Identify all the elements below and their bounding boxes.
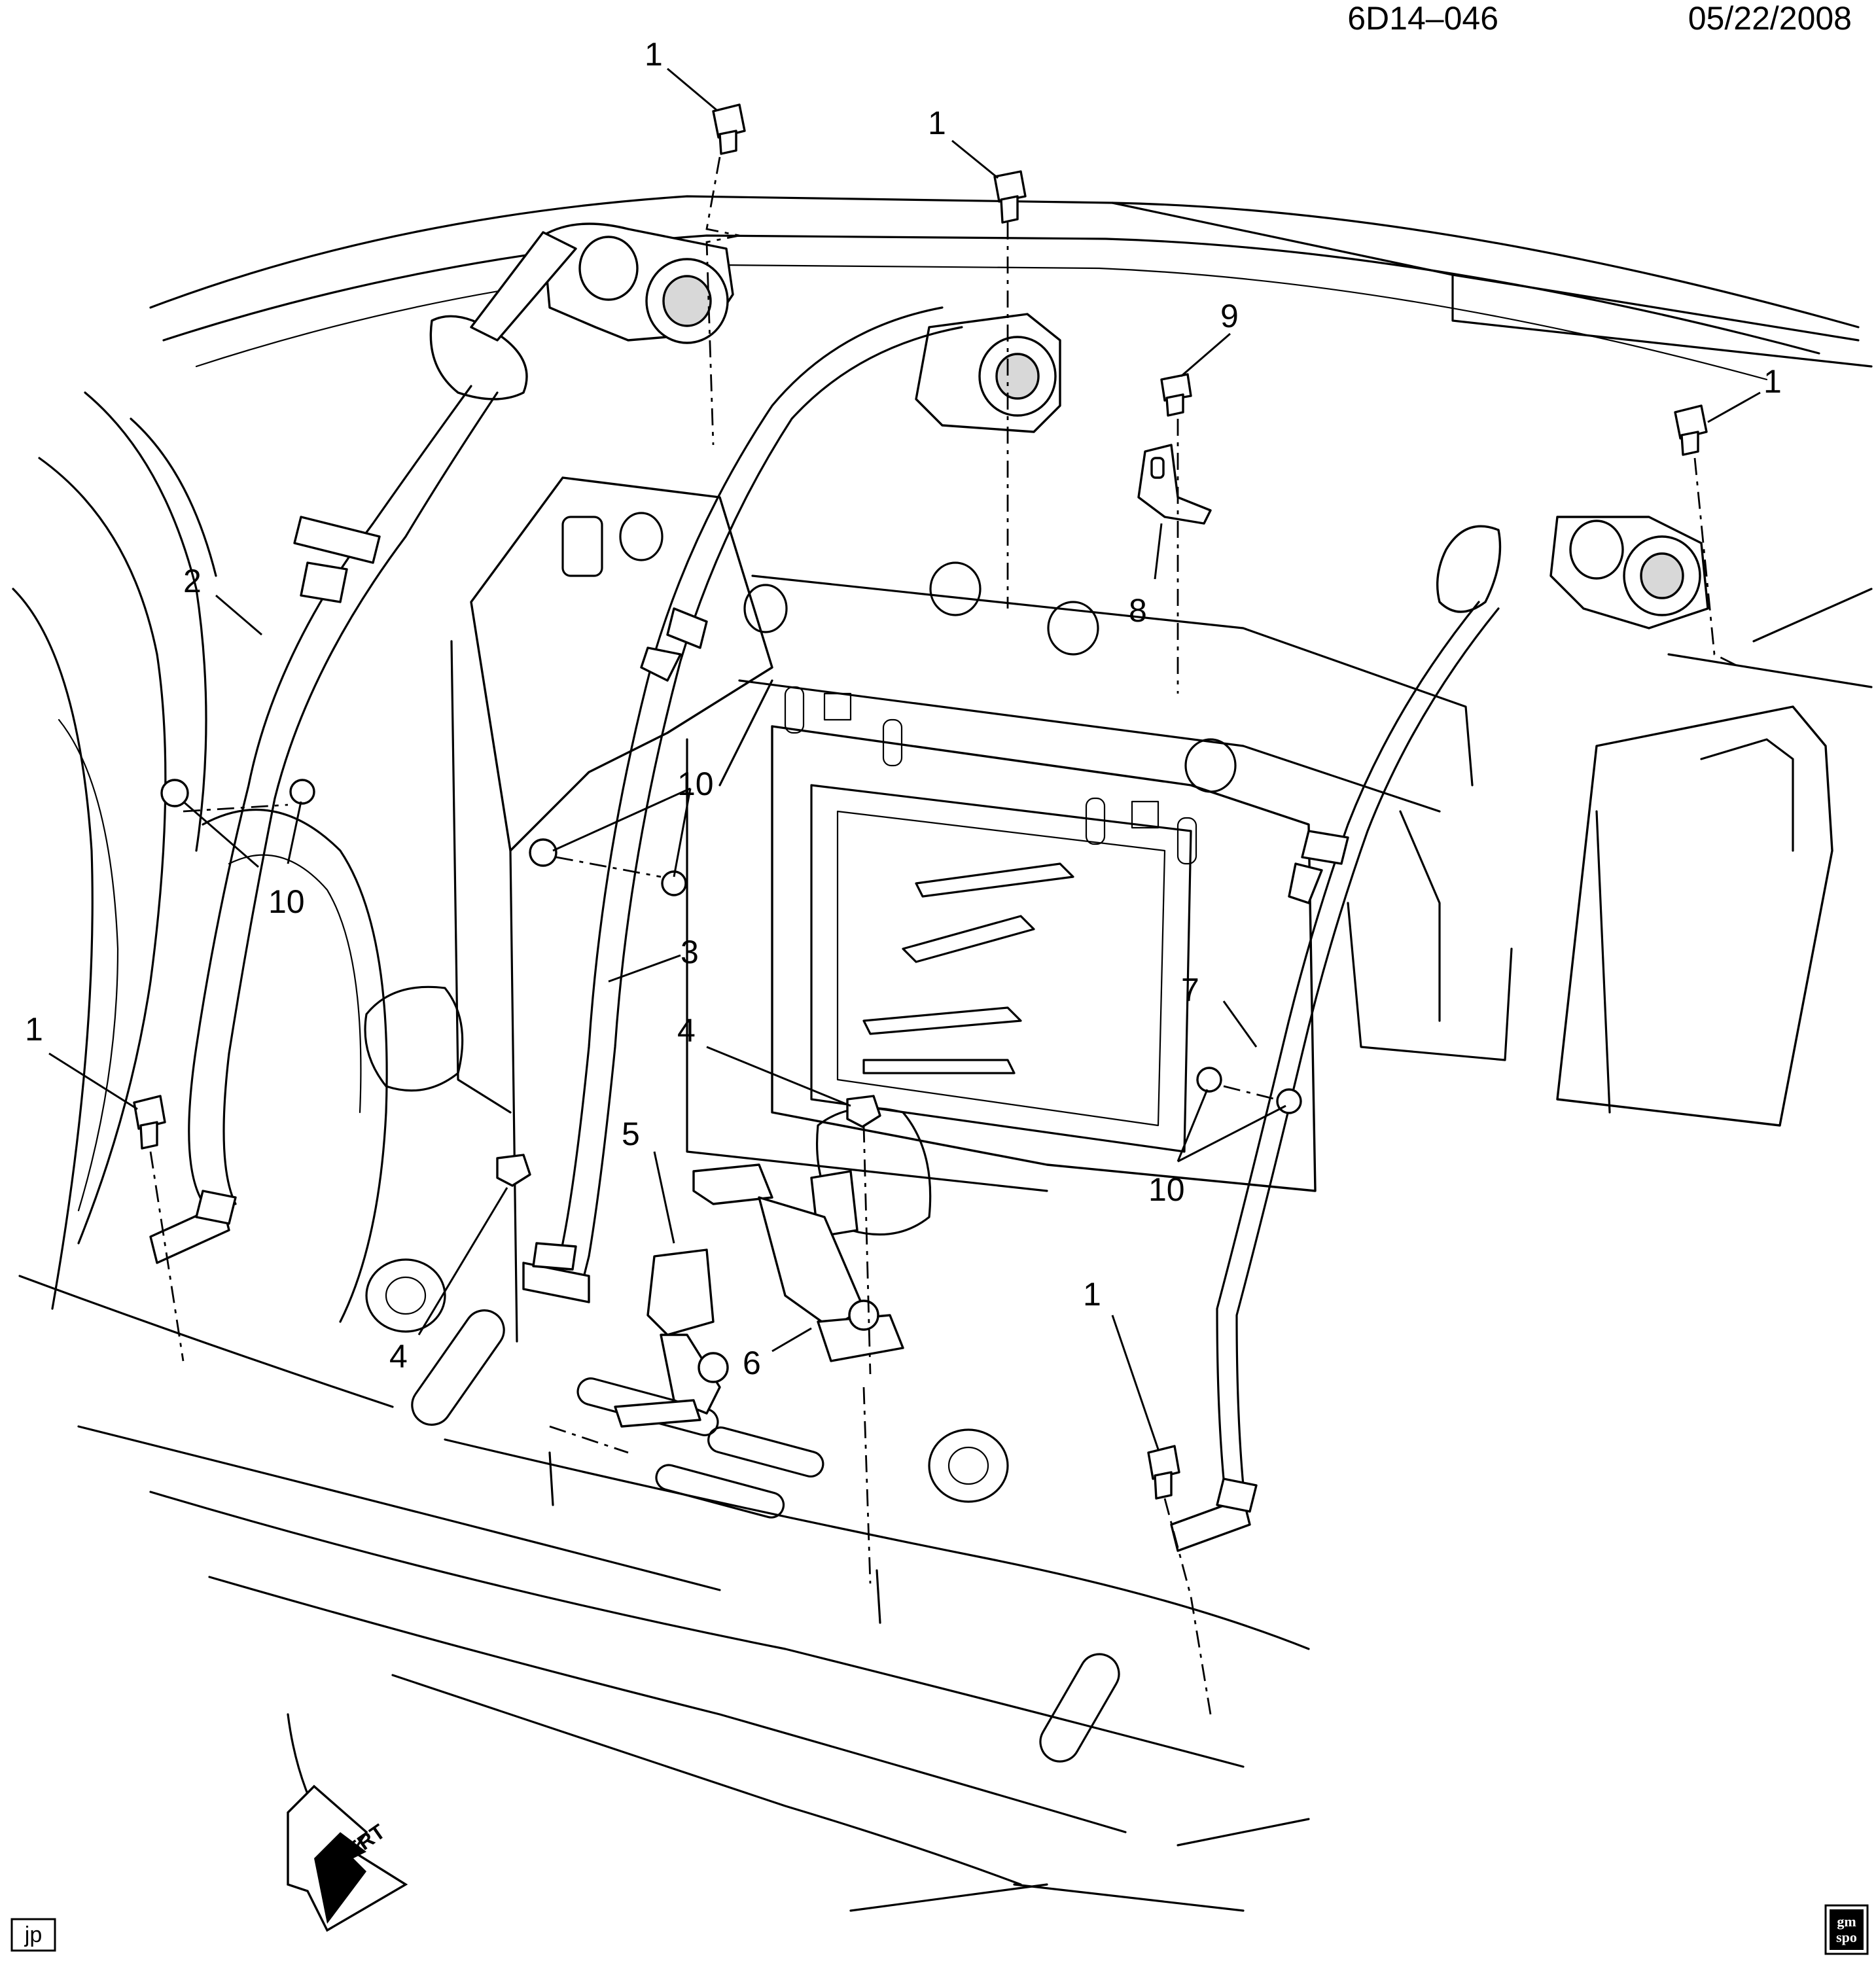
callout-4-left: 4 [389, 1338, 408, 1375]
logo-line-2: spo [1836, 1929, 1857, 1945]
part-8-bracket [1137, 444, 1212, 525]
gm-spo-logo: gm spo [1824, 1904, 1869, 1955]
callout-7: 7 [1181, 972, 1199, 1008]
part-7-right-seat-belt [1170, 516, 1709, 1552]
callout-2: 2 [183, 563, 202, 599]
callout-1-left: 1 [25, 1011, 43, 1048]
front-orientation-marker: FRT [287, 1784, 408, 1932]
author-box: jp [10, 1918, 56, 1952]
front-arrow-icon [314, 1832, 366, 1924]
vehicle-body-structure [12, 195, 1873, 1912]
callout-4-center: 4 [677, 1012, 696, 1049]
callout-9: 9 [1220, 298, 1239, 334]
fasteners [133, 103, 1708, 1624]
callout-labels: 1 1 1 1 1 2 3 4 4 5 6 7 8 9 10 10 10 [25, 36, 1782, 1381]
part-6-buckle [692, 1163, 904, 1362]
callout-5: 5 [622, 1116, 640, 1152]
callout-3: 3 [681, 934, 699, 970]
callout-1-bottom: 1 [1083, 1276, 1101, 1313]
drawing-number: 6D14–046 [1347, 0, 1498, 37]
callout-10-center: 10 [677, 766, 714, 802]
part-2-left-seat-belt [149, 222, 734, 1264]
bolt-1-left [133, 1095, 166, 1150]
bolt-1-top-center [993, 170, 1027, 224]
callout-10-left: 10 [268, 883, 305, 920]
callout-6: 6 [743, 1345, 761, 1381]
drawing-date: 05/22/2008 [1688, 0, 1852, 37]
callout-10-right: 10 [1148, 1171, 1185, 1208]
logo-line-1: gm [1837, 1913, 1856, 1930]
callout-1-right: 1 [1763, 363, 1782, 400]
bolt-1-bottom [1147, 1445, 1180, 1500]
bolt-1-top-left [712, 103, 746, 155]
leader-lines [48, 67, 1761, 1450]
drawing-header: 6D14–046 05/22/2008 [1347, 0, 1852, 37]
bolt-9 [1160, 373, 1192, 417]
part-5-buckle [614, 1248, 729, 1428]
callout-1-top-left: 1 [645, 36, 663, 73]
alignment-lines [149, 156, 1741, 1715]
author-initials: jp [24, 1922, 42, 1947]
callout-8: 8 [1129, 592, 1147, 629]
bolt-1-right [1674, 404, 1708, 456]
callout-1-top-center: 1 [928, 105, 946, 141]
